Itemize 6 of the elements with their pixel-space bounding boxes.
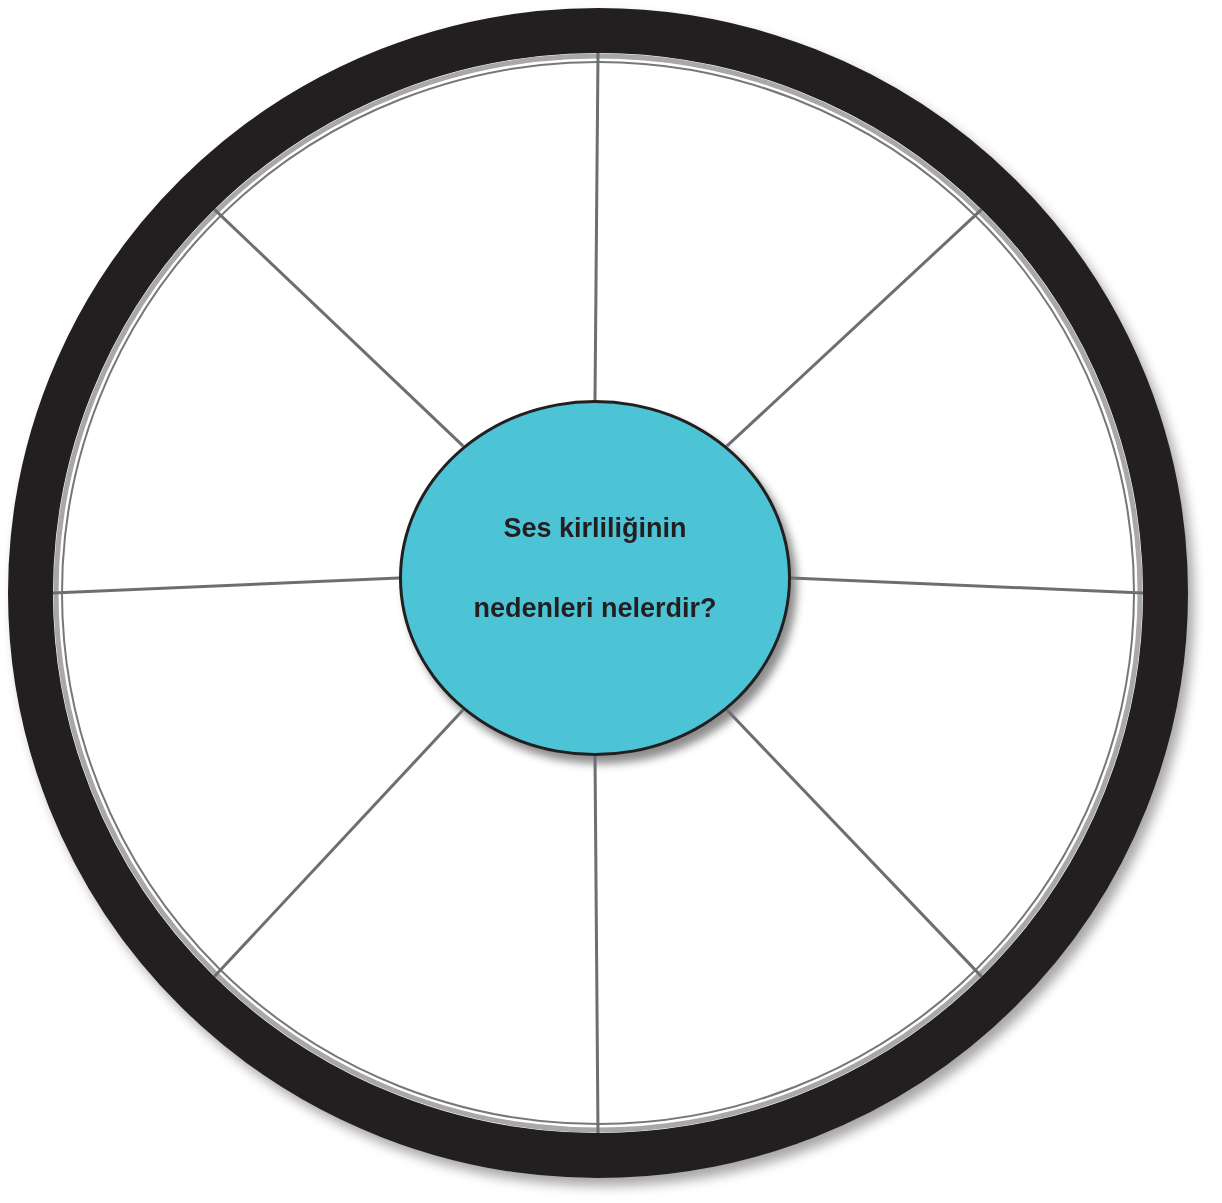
spoke-line	[790, 576, 1144, 595]
spoke-line	[593, 53, 600, 400]
spoke-line	[52, 576, 400, 595]
question-text: Ses kirliliğinin nedenleri nelerdir?	[472, 512, 718, 625]
wheel-ring	[8, 8, 1188, 1178]
spoke-line	[593, 756, 600, 1133]
